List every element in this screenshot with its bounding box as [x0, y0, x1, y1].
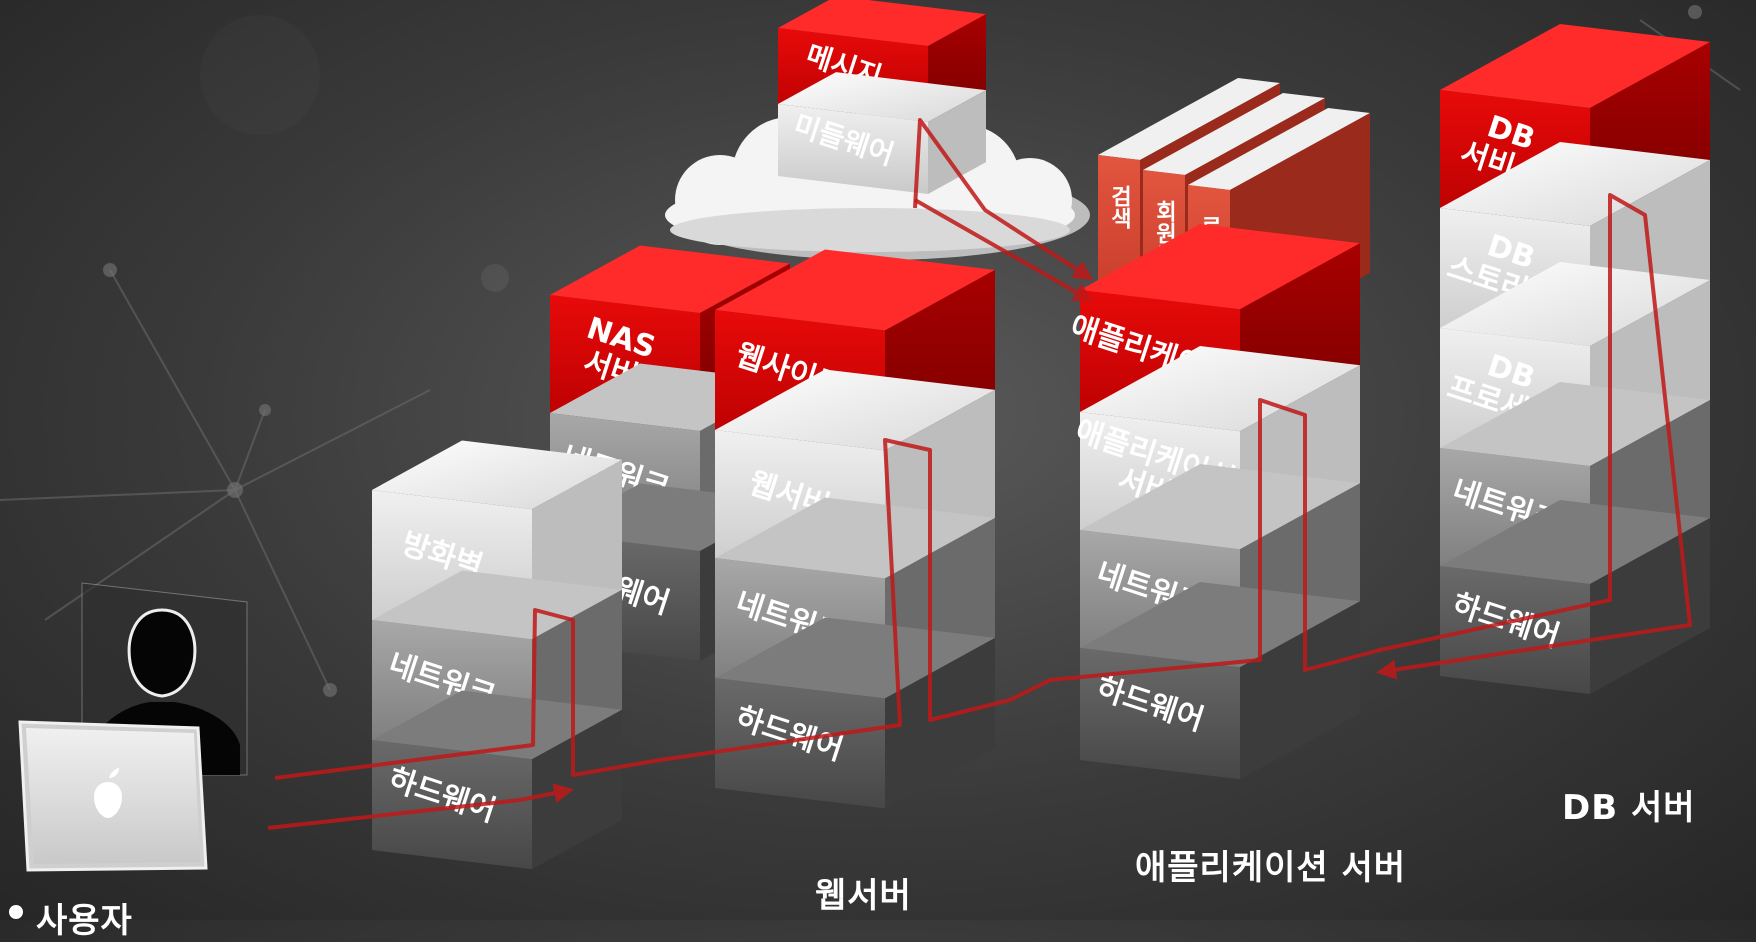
request-flow-arrows [267, 118, 1692, 830]
app-server-caption: 애플리케이션 서버 [1135, 848, 1407, 888]
app-module-0-label: 검색 [1107, 185, 1132, 229]
db-server-caption: DB 서버 [1562, 788, 1696, 828]
flow-arrow-0 [274, 193, 1692, 780]
user-caption: 사용자 [36, 901, 133, 941]
flow-arrow-1 [267, 783, 574, 830]
background-nodes [103, 5, 1702, 697]
flow-arrow-2 [913, 118, 1094, 281]
architecture-diagram: 메시지미들웨어NAS서버네트워크하드웨어웹사이트웹서버네트워크하드웨어방화벽네트… [0, 0, 1741, 919]
firewall-block-2: 하드웨어 [372, 690, 622, 870]
web-block-3: 하드웨어 [715, 617, 995, 809]
cloud-middleware-block: 미들웨어 [778, 72, 986, 194]
flow-arrow-3 [914, 198, 1094, 302]
app-block-3: 하드웨어 [1080, 582, 1360, 780]
web-server-caption: 웹서버 [815, 876, 912, 916]
user-bullet [9, 905, 23, 919]
apple-logo-icon [94, 768, 122, 818]
user-area [9, 582, 248, 919]
